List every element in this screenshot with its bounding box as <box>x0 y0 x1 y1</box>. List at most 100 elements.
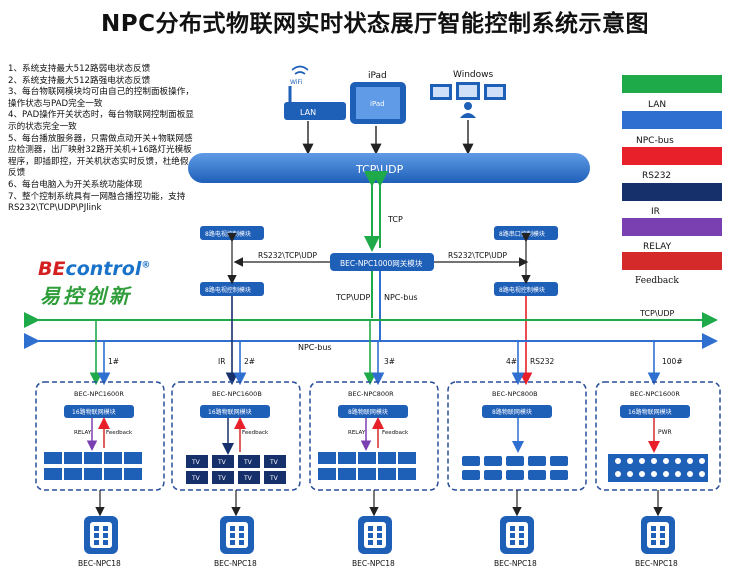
page-title: NPC分布式物联网实时状态展厅智能控制系统示意图 <box>101 11 649 37</box>
drop-label: RS232 <box>530 357 555 366</box>
relay-label: RELAY <box>74 430 92 436</box>
legend-label: LAN <box>648 100 666 110</box>
iot-module-label: 16路物联网模块 <box>628 408 672 416</box>
zone-4: BEC-NPC800B 8路物联网模块 <box>447 381 587 491</box>
gateway-label: BEC-NPC1000网关模块 <box>340 258 423 268</box>
pwr-label: PWR <box>658 429 672 436</box>
feedback-label: Feedback <box>106 430 133 436</box>
panel-label: BEC-NPC18 <box>494 559 537 568</box>
tv-control-module-right-bottom <box>494 282 558 296</box>
zone-2: BEC-NPC1600B 16路物联网模块 Feedback TV TV TV … <box>171 381 301 491</box>
tcp-label: TCP <box>387 215 403 224</box>
monitor-group-icon <box>44 452 142 480</box>
iot-module <box>200 405 270 418</box>
feedback-label: Feedback <box>242 430 269 436</box>
drop-label: 2# <box>244 357 255 366</box>
panel-label: BEC-NPC18 <box>78 559 121 568</box>
wifi-router-icon: WiFi LAN <box>284 65 346 120</box>
control-panel-3: BEC-NPC18 <box>352 516 395 568</box>
svg-text:TV: TV <box>243 459 253 466</box>
legend: LAN NPC-bus RS232 IR RELAY Feedback <box>622 75 722 286</box>
zone-1: BEC-NPC1600R 16路物联网模块 RELAY Feedback <box>35 381 165 491</box>
brand-logo-en: BEcontrol® <box>38 258 151 280</box>
iot-module <box>482 405 552 418</box>
note-item: 4、PAD操作开关状态时，每台物联网控制面板显示的状态完全一致 <box>8 110 194 132</box>
tcp-udp-down-label: TCP\UDP <box>335 293 371 302</box>
control-panel-2: BEC-NPC18 <box>214 516 257 568</box>
zone-5: BEC-NPC1600R 16路物联网模块 PWR <box>595 381 721 491</box>
module-label: 8路电视控制模块 <box>499 286 545 294</box>
npc-bus-down-label: NPC-bus <box>384 293 418 302</box>
lan-main-bus-label: TCP\UDP <box>639 309 675 318</box>
relay-label: RELAY <box>348 430 366 436</box>
zone-name: BEC-NPC800B <box>492 390 538 398</box>
legend-swatch-ir <box>622 183 722 201</box>
iot-module-label: 8路物联网模块 <box>492 408 532 416</box>
legend-label: Feedback <box>635 276 679 286</box>
feedback-label: Feedback <box>382 430 409 436</box>
svg-text:TV: TV <box>217 475 227 482</box>
control-panel-1: BEC-NPC18 <box>78 516 121 568</box>
legend-label: RS232 <box>642 171 671 181</box>
svg-text:TV: TV <box>191 459 201 466</box>
iot-module-label: 16路物联网模块 <box>208 408 252 416</box>
ipad-screen-label: iPad <box>370 100 385 108</box>
legend-swatch-feedback <box>622 252 722 270</box>
legend-swatch-relay <box>622 218 722 236</box>
wifi-label: WiFi <box>290 79 302 86</box>
svg-text:TV: TV <box>217 459 227 466</box>
legend-label: NPC-bus <box>636 136 674 146</box>
iot-module <box>338 405 408 418</box>
drop-label: 1# <box>108 357 119 366</box>
legend-label: RELAY <box>643 242 672 252</box>
ipad-label: iPad <box>368 71 387 81</box>
drop-label: IR <box>218 357 225 366</box>
svg-text:TV: TV <box>269 459 279 466</box>
tv-control-module-left-bottom <box>200 282 264 296</box>
legend-swatch-lan <box>622 75 722 93</box>
windows-label: Windows <box>453 70 493 80</box>
module-label: 8路电视控制模块 <box>205 230 251 238</box>
legend-label: IR <box>651 207 660 217</box>
legend-swatch-rs232 <box>622 147 722 165</box>
gateway-right-link-label: RS232\TCP\UDP <box>448 251 508 260</box>
light-group-icon <box>608 454 708 482</box>
notes-list: 1、系统支持最大512路弱电状态反馈 2、系统支持最大512路强电状态反馈 3、… <box>8 64 194 215</box>
zone-name: BEC-NPC1600R <box>630 390 680 398</box>
gateway-left-link-label: RS232\TCP\UDP <box>258 251 318 260</box>
iot-module <box>620 405 690 418</box>
note-item: 3、每台物联网模块均可由自己的控制面板操作，操作状态与PAD完全一致 <box>8 87 194 109</box>
tcp-udp-bus-label: TCP\UDP <box>355 163 404 176</box>
npc-main-bus-label: NPC-bus <box>298 343 332 352</box>
zone-name: BEC-NPC1600B <box>212 390 262 398</box>
control-panel-5: BEC-NPC18 <box>635 516 678 568</box>
module-label: 8路串口控制模块 <box>499 230 545 238</box>
note-item: 1、系统支持最大512路弱电状态反馈 <box>8 64 151 74</box>
svg-text:TV: TV <box>191 475 201 482</box>
projector-group-icon <box>462 456 568 480</box>
svg-text:TV: TV <box>269 475 279 482</box>
note-item: 7、整个控制系统具有一网融合播控功能，支持RS232\TCP\UDP\PJlin… <box>8 191 186 214</box>
svg-text:TV: TV <box>243 475 253 482</box>
drop-label: 100# <box>662 357 683 366</box>
zone-name: BEC-NPC800R <box>348 390 394 398</box>
monitor-group-icon <box>318 452 416 480</box>
zone-3: BEC-NPC800R 8路物联网模块 RELAY Feedback <box>309 381 439 491</box>
lan-label: LAN <box>300 108 316 117</box>
drop-label: 4# <box>506 357 517 366</box>
iot-module-label: 8路物联网模块 <box>348 408 388 416</box>
note-item: 6、每台电脑入为开关系统功能体现 <box>8 179 143 190</box>
tv-wall-icon: TV TV TV TV TV TV TV TV <box>186 455 286 484</box>
brand-logo-cn: 易控创新 <box>40 284 132 308</box>
gateway-module <box>330 253 434 271</box>
tcp-udp-bus <box>188 153 590 183</box>
note-item: 2、系统支持最大512路强电状态反馈 <box>8 75 151 86</box>
panel-label: BEC-NPC18 <box>352 559 395 568</box>
ipad-icon: iPad iPad <box>350 71 406 124</box>
note-item: 5、每台播放服务器，只需做点动开关+物联网感应检测器，出厂映射32路开关机+16… <box>8 133 193 179</box>
panel-label: BEC-NPC18 <box>214 559 257 568</box>
control-panel-4: BEC-NPC18 <box>494 516 537 568</box>
legend-swatch-npc-bus <box>622 111 722 129</box>
iot-module-label: 16路物联网模块 <box>72 408 116 416</box>
